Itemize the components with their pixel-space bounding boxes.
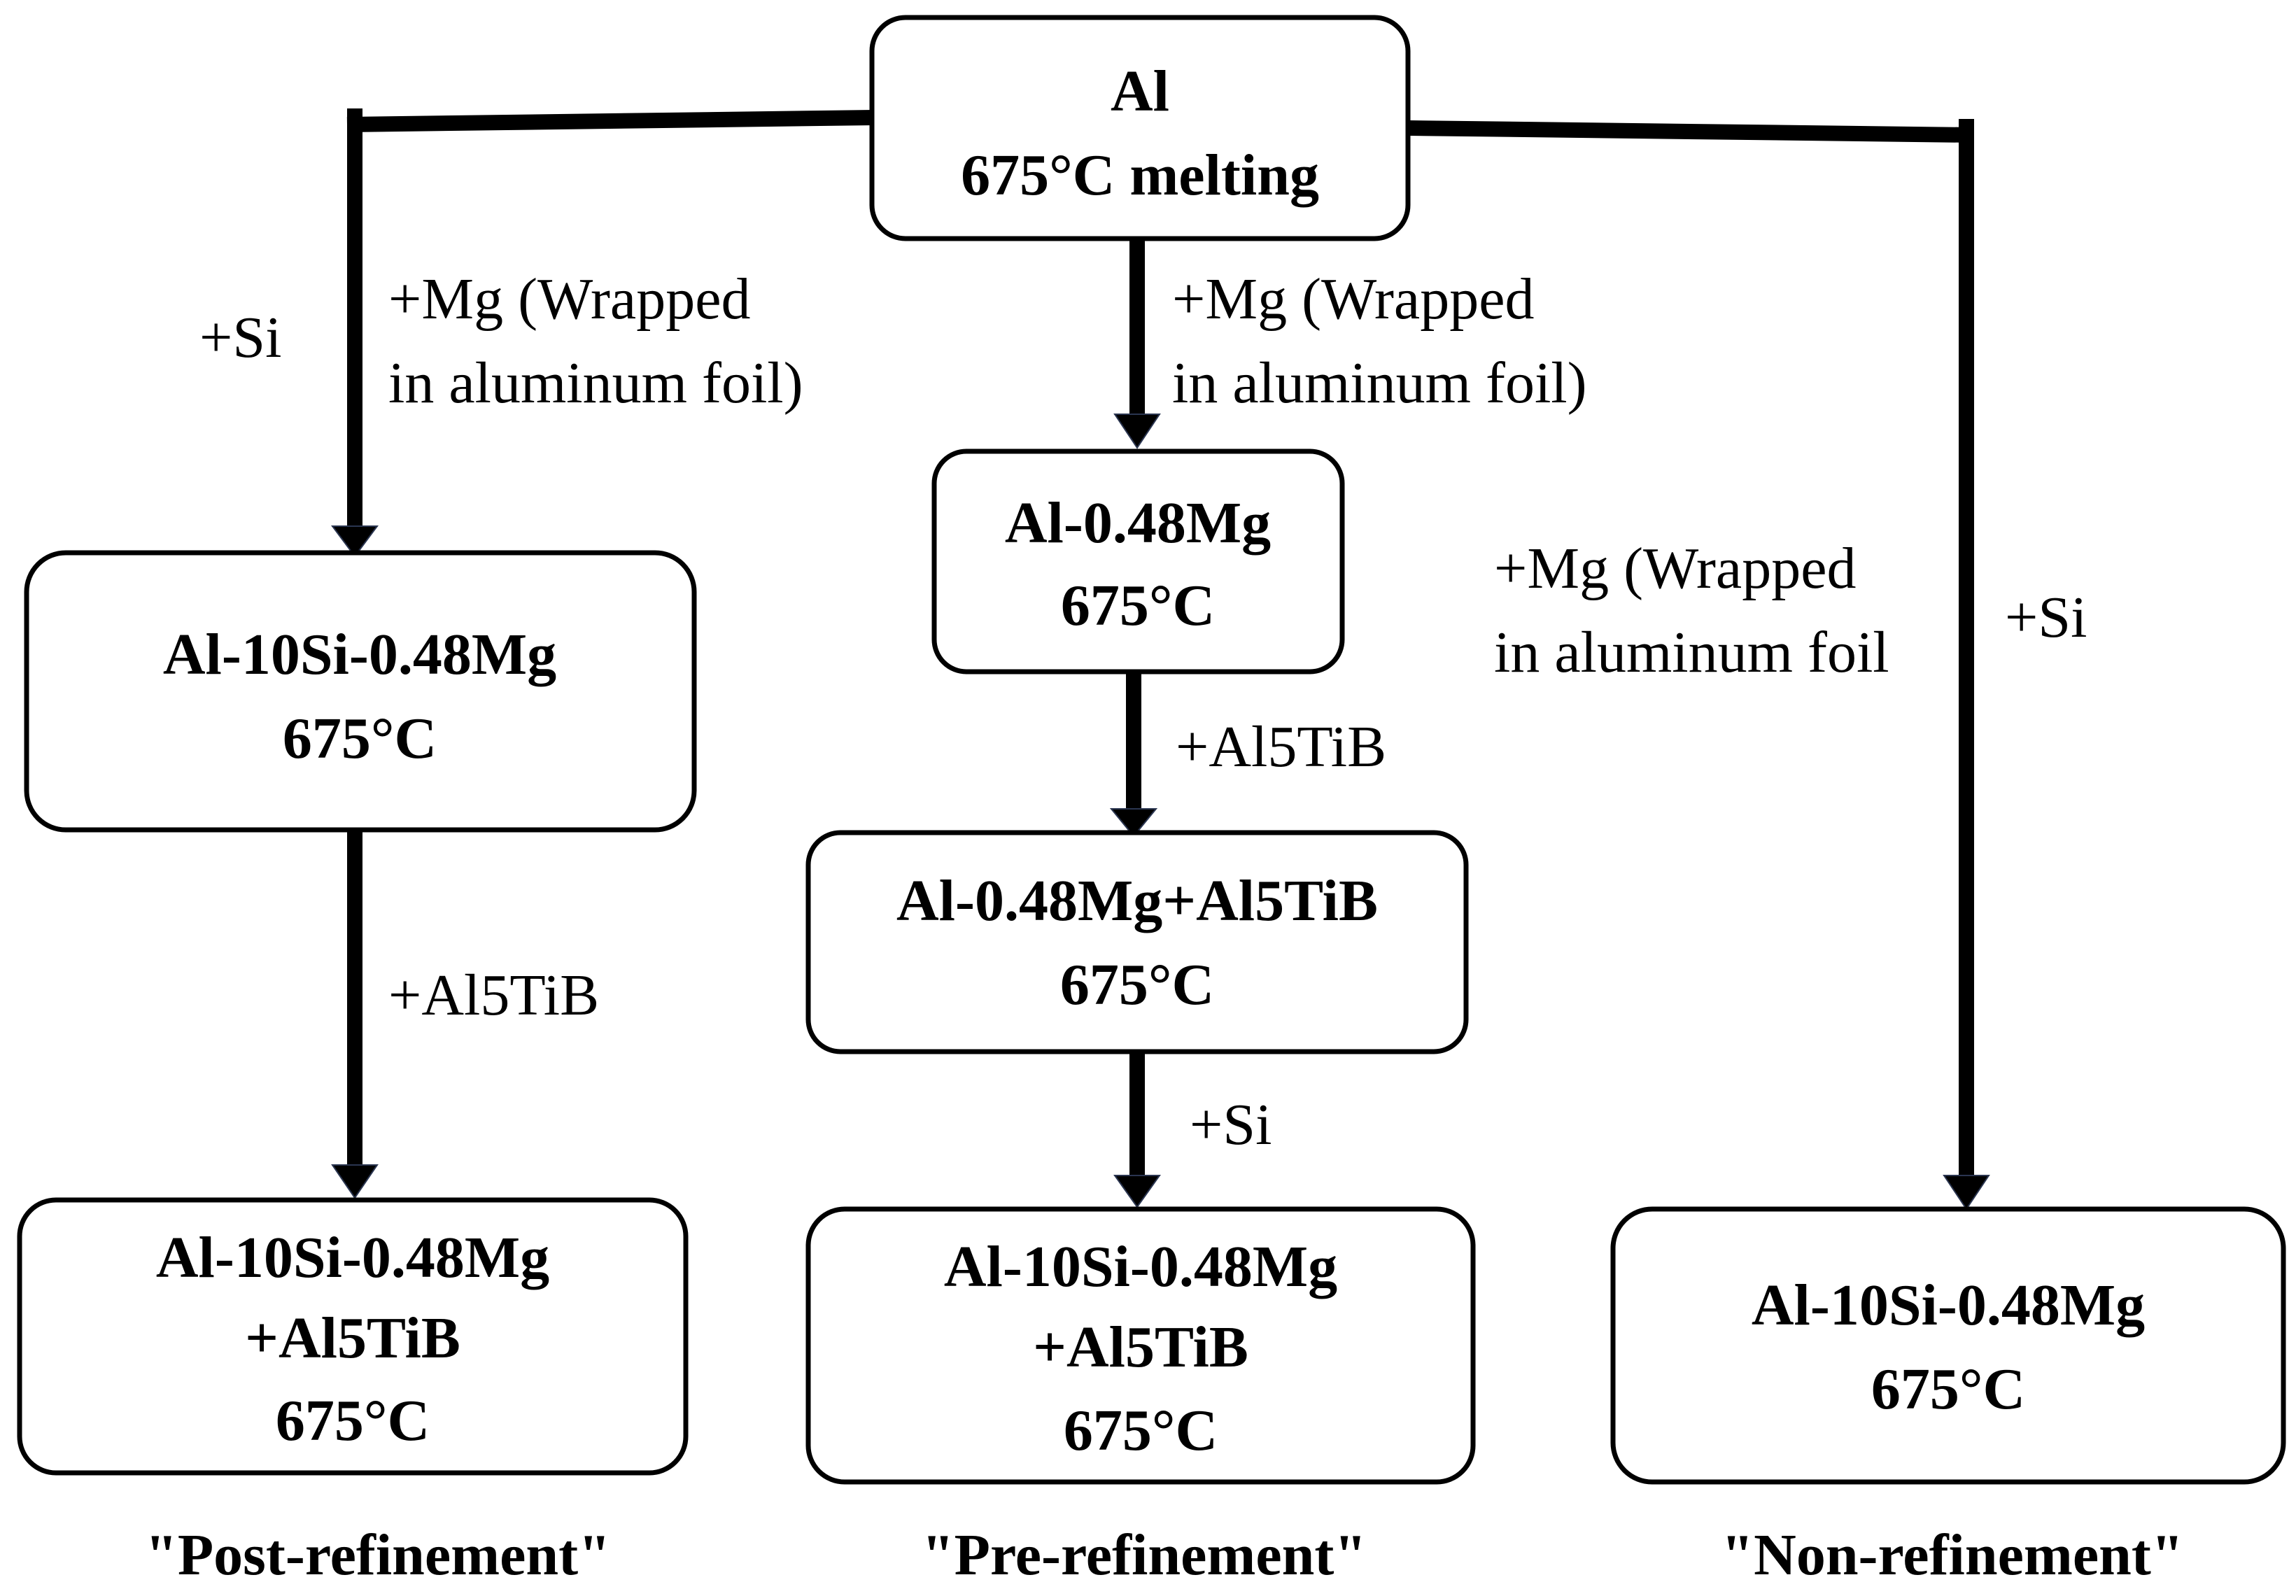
- edge-label-left-add-mg-line1: +Mg (Wrapped: [388, 267, 751, 332]
- edge-label-center-add-al5tib: +Al5TiB: [1176, 714, 1386, 779]
- edge-label-left-add-si: +Si: [199, 305, 281, 370]
- node-left-bottom-line1: Al-10Si-0.48Mg: [156, 1225, 549, 1290]
- caption-post-refinement: "Post-refinement": [145, 1523, 611, 1588]
- arrowhead-center-mid: [1109, 808, 1158, 838]
- node-center-bottom: Al-10Si-0.48Mg +Al5TiB 675°C: [805, 1206, 1476, 1485]
- node-center-top: Al-0.48Mg 675°C: [931, 449, 1345, 675]
- edge-label-right-add-si: +Si: [2005, 585, 2087, 650]
- arrowheads: [331, 414, 1990, 1210]
- connector-left-top-bar: [346, 110, 875, 132]
- edge-label-left-add-mg-line2: in aluminum foil): [388, 351, 803, 416]
- arrowhead-left-mid: [331, 525, 379, 558]
- node-al-melting-line1: Al: [1111, 59, 1169, 124]
- edge-label-right-add-mg-line2: in aluminum foil: [1494, 620, 1889, 685]
- node-al-melting-line2: 675°C melting: [961, 143, 1319, 208]
- node-center-mid-line1: Al-0.48Mg+Al5TiB: [896, 868, 1378, 933]
- node-right-bottom-line1: Al-10Si-0.48Mg: [1752, 1273, 2145, 1338]
- node-center-bottom-line1: Al-10Si-0.48Mg: [944, 1234, 1337, 1299]
- caption-pre-refinement: "Pre-refinement": [922, 1523, 1367, 1588]
- node-left-mid-line1: Al-10Si-0.48Mg: [163, 622, 556, 687]
- edge-label-center-add-mg-line2: in aluminum foil): [1172, 351, 1587, 416]
- connectors: [346, 108, 1974, 1175]
- node-left-bottom: Al-10Si-0.48Mg +Al5TiB 675°C: [17, 1197, 689, 1476]
- edge-labels: +Si +Mg (Wrapped in aluminum foil) +Al5T…: [199, 267, 2087, 1157]
- arrowhead-center-top: [1113, 414, 1161, 449]
- caption-non-refinement: "Non-refinement": [1721, 1523, 2184, 1588]
- connector-right-top-bar: [1409, 120, 1974, 143]
- node-left-bottom-line3: 675°C: [276, 1388, 430, 1453]
- captions: "Post-refinement" "Pre-refinement" "Non-…: [145, 1523, 2183, 1588]
- nodes: Al 675°C melting Al-10Si-0.48Mg 675°C Al…: [17, 15, 2286, 1485]
- node-center-mid: Al-0.48Mg+Al5TiB 675°C: [805, 830, 1469, 1054]
- node-right-bottom: Al-10Si-0.48Mg 675°C: [1610, 1206, 2286, 1485]
- edge-label-left-add-al5tib: +Al5TiB: [388, 963, 599, 1028]
- node-center-mid-line2: 675°C: [1060, 952, 1214, 1017]
- node-center-bottom-line3: 675°C: [1064, 1398, 1218, 1463]
- node-left-mid: Al-10Si-0.48Mg 675°C: [24, 550, 697, 833]
- node-center-top-line2: 675°C: [1061, 573, 1215, 638]
- arrowhead-center-bottom: [1113, 1175, 1161, 1208]
- edge-label-center-add-mg-line1: +Mg (Wrapped: [1172, 267, 1535, 332]
- node-center-top-line1: Al-0.48Mg: [1005, 490, 1271, 556]
- node-center-bottom-line2: +Al5TiB: [1033, 1315, 1248, 1380]
- edge-label-center-add-si: +Si: [1190, 1092, 1272, 1157]
- node-right-bottom-line2: 675°C: [1871, 1357, 2025, 1422]
- arrowhead-right-bottom: [1943, 1175, 1990, 1210]
- node-left-mid-line2: 675°C: [283, 706, 437, 771]
- node-al-melting: Al 675°C melting: [869, 15, 1411, 241]
- edge-label-right-add-mg-line1: +Mg (Wrapped: [1494, 536, 1857, 601]
- arrowhead-left-bottom: [331, 1164, 379, 1199]
- node-left-bottom-line2: +Al5TiB: [245, 1306, 460, 1371]
